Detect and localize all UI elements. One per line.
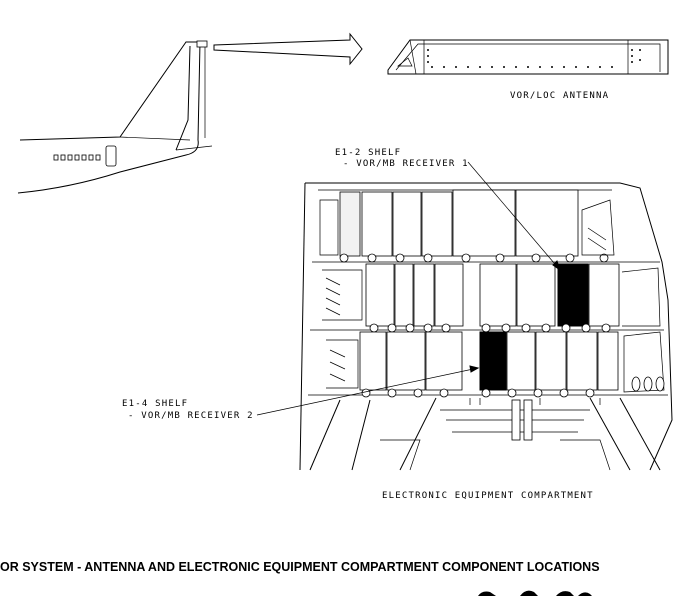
label-e1-4-shelf: E1-4 SHELF [122, 399, 188, 409]
vor-mb-receiver-1 [557, 263, 589, 327]
e1-4-shelf-units [359, 331, 619, 391]
equipment-compartment-drawing [299, 182, 673, 471]
cabin-windows [53, 154, 101, 161]
shelf-rail-rollers-lower [361, 388, 595, 398]
label-vor-mb-receiver-2: - VOR/MB RECEIVER 2 [128, 411, 254, 421]
left-side-racks [319, 199, 363, 389]
callout-e1-2: E1-2 SHELF - VOR/MB RECEIVER 1 [335, 148, 561, 272]
label-vor-mb-receiver-1: - VOR/MB RECEIVER 1 [343, 159, 469, 169]
label-electronic-equipment-compartment: ELECTRONIC EQUIPMENT COMPARTMENT [382, 491, 594, 501]
cropped-page-number-fragment [478, 590, 592, 596]
e1-2-shelf-units [365, 263, 620, 327]
label-vor-loc-antenna: VOR/LOC ANTENNA [510, 91, 609, 101]
compartment-floor-structure [309, 397, 661, 471]
rivet-row [427, 49, 641, 68]
aircraft-tail-drawing [17, 40, 213, 194]
shelf-rail-rollers-upper [339, 253, 609, 263]
label-e1-2-shelf: E1-2 SHELF [335, 148, 401, 158]
top-shelf-units [339, 189, 579, 257]
callout-e1-4: E1-4 SHELF - VOR/MB RECEIVER 2 [122, 365, 480, 421]
detail-arrow [213, 32, 363, 66]
vor-loc-antenna-detail [387, 39, 669, 75]
vor-mb-receiver-2 [479, 331, 507, 391]
right-side-racks [581, 199, 665, 393]
figure-caption: OR SYSTEM - ANTENNA AND ELECTRONIC EQUIP… [0, 560, 600, 574]
